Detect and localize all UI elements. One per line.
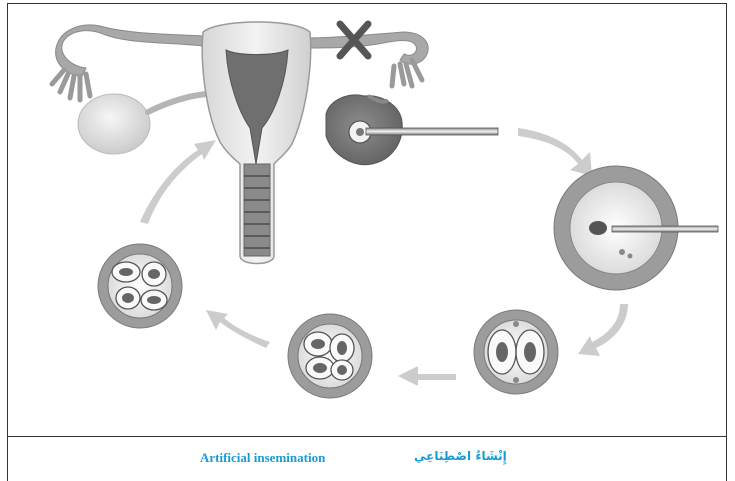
left-ovary [78, 94, 150, 154]
multi-cell-stage [98, 244, 182, 328]
four-cell-stage [288, 314, 372, 398]
artificial-insemination-diagram [8, 4, 726, 436]
caption-arabic: إِنْشَاءُ اصْطِنَاعِي [414, 449, 507, 463]
egg-nucleus [589, 221, 607, 235]
injection-needle [612, 226, 718, 232]
uterus [202, 22, 310, 264]
left-fallopian-tube [52, 25, 203, 100]
two-cell-stage [474, 310, 558, 394]
caption-divider [7, 436, 727, 437]
retrieval-needle [366, 128, 498, 135]
caption-english: Artificial insemination [200, 450, 325, 466]
egg-injection-stage [554, 166, 718, 290]
